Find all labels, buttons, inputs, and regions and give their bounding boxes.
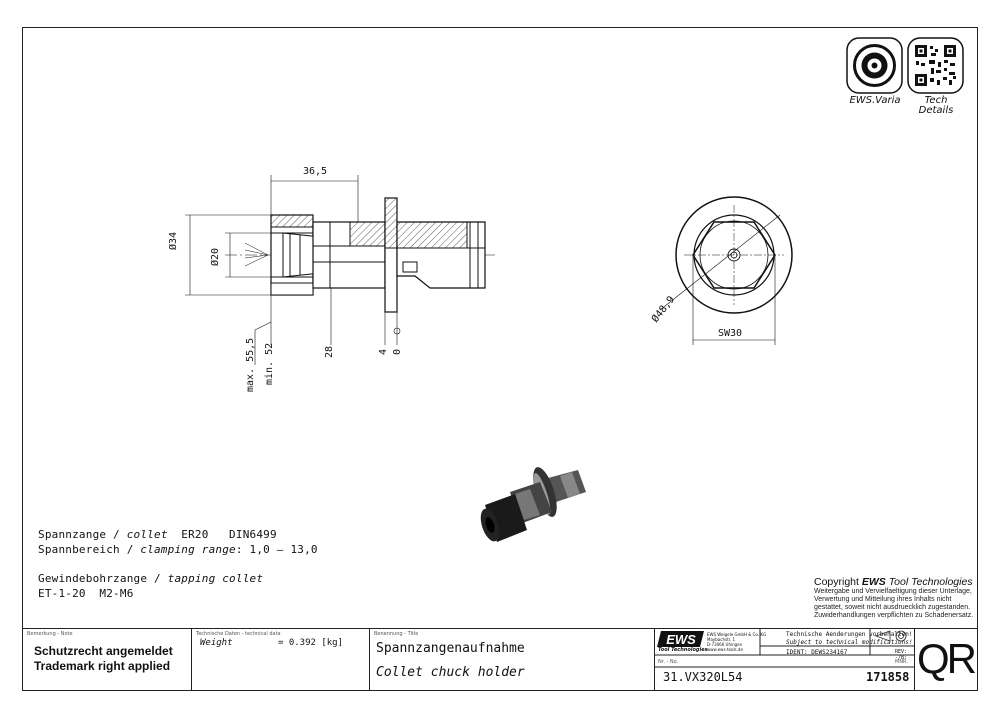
ews-varia-caption: EWS.Varia xyxy=(849,95,901,106)
dim-4: 4 xyxy=(378,348,389,355)
company-address: EWS Weigele GmbH & Co. KG Maybachstr. 1 … xyxy=(707,632,766,652)
company-web: www.ews-tools.de xyxy=(707,647,743,652)
copyright-line-4: Zuwiderhandlungen verpflichten zu Schade… xyxy=(814,612,974,619)
tapping-collet-spec: Gewindebohrzange / tapping collet xyxy=(38,572,263,586)
ident-number: IDENT: DEWS234167 xyxy=(786,649,848,656)
note-cell: Bemerkung - Note Schutzrecht angemeldet … xyxy=(22,629,192,691)
copyright-a: Copyright xyxy=(814,576,862,588)
clamping-label: Spannbereich / xyxy=(38,543,141,556)
front-view xyxy=(659,196,793,345)
note-caption: Bemerkung - Note xyxy=(27,631,73,637)
details-caption: Details xyxy=(918,105,954,116)
copyright-line-1: Weitergabe und Vervielfaeltigung dieser … xyxy=(814,588,972,595)
title-block-lines xyxy=(655,628,915,668)
rev-label: REV: -/B: xyxy=(895,649,908,661)
change-notice-en: Subject to technical modifications! xyxy=(786,639,913,646)
dim-sw-30: SW30 xyxy=(718,328,743,339)
dim-0: 0 xyxy=(392,348,403,355)
dim-dia-20: Ø20 xyxy=(210,247,221,266)
copyright-c: Tool Technologies xyxy=(885,576,973,588)
collet-spec: Spannzange / collet ER20 DIN6499 xyxy=(38,528,277,542)
tapping-label-en: tapping collet xyxy=(167,572,264,585)
tech-details-qr-badge[interactable] xyxy=(907,37,964,94)
note-line-1: Schutzrecht angemeldet xyxy=(34,644,173,658)
title-german: Spannzangenaufnahme xyxy=(376,641,525,656)
clamping-label-en: clamping range xyxy=(140,543,236,556)
collet-label: Spannzange / xyxy=(38,528,127,541)
copyright-line-3: gestattet, soweit nicht ausdruecklich zu… xyxy=(814,604,971,611)
ews-logo-text: EWS xyxy=(666,632,696,647)
company-name: EWS Weigele GmbH & Co. KG xyxy=(707,632,767,637)
side-section-view xyxy=(185,175,495,365)
tech-caption: Tech xyxy=(924,95,948,106)
dim-28: 28 xyxy=(324,345,335,358)
ews-logo xyxy=(657,631,704,647)
mnr-number: 171858 xyxy=(866,670,910,684)
company-street: Maybachstr. 1 xyxy=(707,637,736,642)
company-city: D-73066 Uhingen xyxy=(707,642,743,647)
dim-max-55-5: max. 55,5 xyxy=(245,337,256,392)
clamping-value: : 1,0 – 13,0 xyxy=(235,543,318,556)
ews-varia-qr-badge[interactable] xyxy=(846,37,903,94)
weight-value: = 0.392 [kg] xyxy=(278,638,344,648)
title-cell: Benennung - Title Spannzangenaufnahme Co… xyxy=(370,629,655,691)
part-number: 31.VX320L54 xyxy=(663,670,743,684)
title-english: Collet chuck holder xyxy=(376,665,525,680)
drawing-frame xyxy=(22,27,978,691)
title-block: Bemerkung - Note Schutzrecht angemeldet … xyxy=(22,628,978,691)
tech-data-cell: Technische Daten - technical data Weight… xyxy=(192,629,370,691)
copyright-b: EWS xyxy=(861,576,886,588)
title-caption: Benennung - Title xyxy=(374,631,419,637)
product-render-image xyxy=(480,467,586,542)
clamping-range-spec: Spannbereich / clamping range: 1,0 – 13,… xyxy=(38,543,318,557)
tech-data-caption: Technische Daten - technical data xyxy=(196,631,281,637)
mnr-caption: MNR. xyxy=(895,659,908,665)
collet-value: ER20 DIN6499 xyxy=(167,528,277,541)
tapping-collet-value: ET-1-20 M2-M6 xyxy=(38,587,134,600)
copyright-line-2: Verwertung und Mitteilung ihres Inhalts … xyxy=(814,596,952,603)
ews-logo-sub: Tool Technologies xyxy=(658,647,708,653)
dim-36-5: 36,5 xyxy=(303,166,328,177)
qr-label: QR xyxy=(917,635,977,682)
note-line-2: Trademark right applied xyxy=(34,659,171,673)
nr-caption: Nr. - No. xyxy=(658,659,679,665)
company-cell: EWS Tool Technologies EWS Weigele GmbH &… xyxy=(655,629,915,691)
change-notice-de: Technische Aenderungen vorbehalten! xyxy=(786,631,913,638)
dim-min-52: min. 52 xyxy=(264,342,275,385)
copyright-notice: Copyright EWS Tool Technologies Weiterga… xyxy=(814,576,974,620)
collet-label-en: collet xyxy=(126,528,168,541)
weight-label: Weight xyxy=(200,638,233,648)
dim-dia-34: Ø34 xyxy=(168,231,179,250)
tapping-label: Gewindebohrzange / xyxy=(38,572,168,585)
